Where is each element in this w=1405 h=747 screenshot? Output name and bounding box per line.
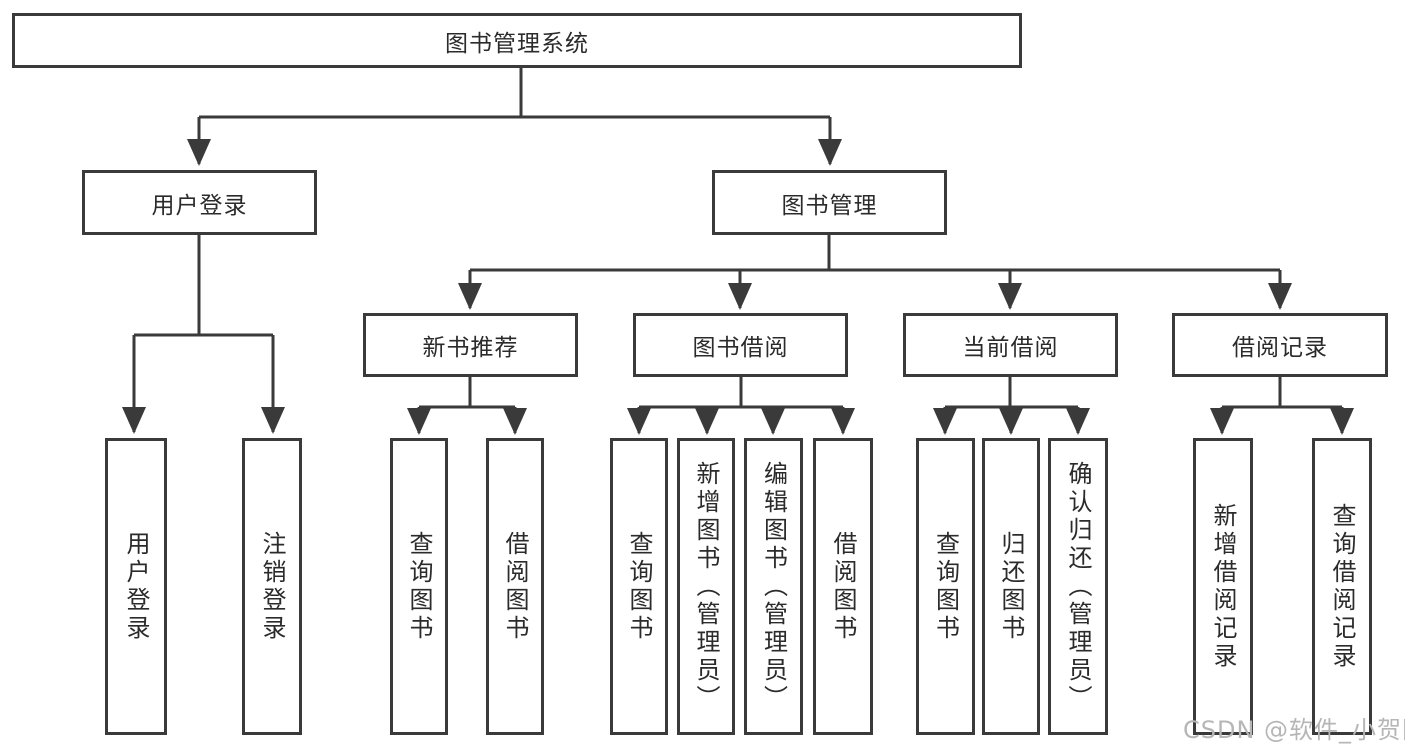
node-user-login-module: 用户登录 (82, 170, 317, 235)
leaf-borrow-books-1: 借阅图书 (486, 438, 544, 735)
node-root-system: 图书管理系统 (12, 13, 1022, 68)
leaf-query-borrow-record: 查询借阅记录 (1312, 438, 1372, 735)
leaf-label: 借阅图书 (829, 530, 857, 643)
leaf-user-login: 用户登录 (105, 438, 167, 735)
leaf-edit-books-admin: 编辑图书（管理员） (744, 438, 803, 735)
leaf-label: 新增借阅记录 (1209, 502, 1237, 671)
leaf-label: 确认归还（管理员） (1064, 460, 1092, 713)
leaf-label: 查询图书 (931, 530, 960, 643)
node-label: 图书管理 (781, 192, 878, 219)
leaf-label: 查询借阅记录 (1328, 502, 1356, 671)
leaf-label: 借阅图书 (501, 530, 529, 643)
node-label: 用户登录 (151, 192, 248, 219)
leaf-label: 编辑图书（管理员） (759, 460, 788, 713)
node-label: 借阅记录 (1232, 335, 1328, 361)
leaf-label: 归还图书 (997, 530, 1025, 643)
node-root-label: 图书管理系统 (445, 30, 589, 57)
node-label: 当前借阅 (962, 335, 1059, 361)
node-label: 新书推荐 (422, 335, 519, 361)
leaf-borrow-books-2: 借阅图书 (813, 438, 873, 735)
leaf-query-books-1: 查询图书 (390, 438, 448, 735)
csdn-watermark: CSDN @软件_小贺同学 (1183, 716, 1405, 744)
leaf-add-books-admin: 新增图书（管理员） (677, 438, 735, 735)
node-current-borrow: 当前借阅 (903, 313, 1118, 377)
node-borrow-records: 借阅记录 (1172, 313, 1388, 377)
node-label: 图书借阅 (692, 335, 789, 361)
leaf-return-books: 归还图书 (982, 438, 1040, 735)
leaf-add-borrow-record: 新增借阅记录 (1193, 438, 1253, 735)
node-book-borrow: 图书借阅 (633, 313, 848, 377)
leaf-confirm-return-admin: 确认归还（管理员） (1048, 438, 1108, 735)
node-book-management-module: 图书管理 (712, 170, 947, 235)
leaf-label: 注销登录 (258, 530, 286, 643)
leaf-label: 查询图书 (625, 530, 653, 643)
leaf-label: 查询图书 (405, 530, 433, 643)
leaf-label: 新增图书（管理员） (692, 460, 720, 713)
node-new-book-recommend: 新书推荐 (363, 313, 578, 377)
leaf-label: 用户登录 (122, 530, 150, 643)
leaf-query-books-3: 查询图书 (916, 438, 975, 735)
leaf-logout: 注销登录 (242, 438, 302, 735)
leaf-query-books-2: 查询图书 (610, 438, 668, 735)
